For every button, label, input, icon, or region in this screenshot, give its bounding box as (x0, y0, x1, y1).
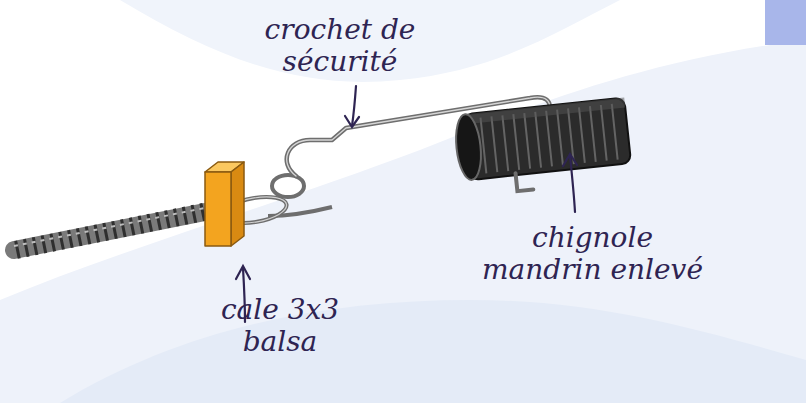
part-label: cale 3x3 balsa (200, 294, 360, 358)
part-label: chignole mandrin enlevé (470, 222, 715, 286)
drill-chuck (453, 97, 633, 197)
part-label: crochet de sécurité (250, 14, 430, 78)
threaded-rod (14, 207, 210, 250)
balsa-block (205, 162, 244, 246)
leader-arrows (236, 86, 577, 322)
